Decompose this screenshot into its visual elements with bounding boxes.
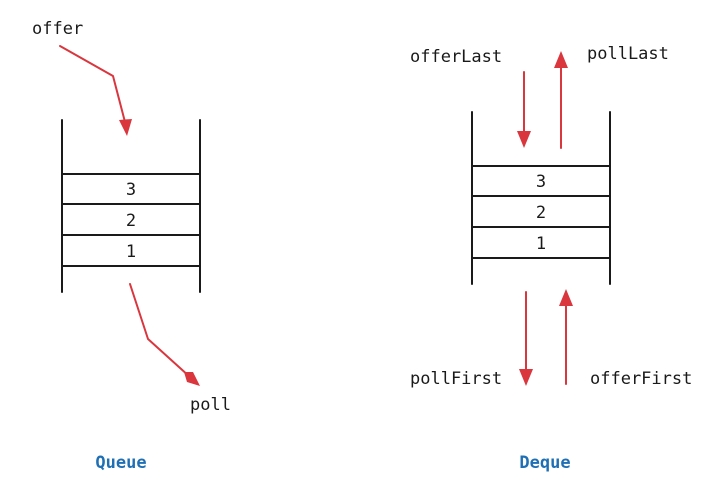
deque-slot-2: 2 — [536, 203, 546, 223]
queue-slot-3: 3 — [126, 180, 136, 200]
deque-group: offerLast pollLast 3 2 1 — [410, 44, 692, 473]
deque-container — [471, 111, 611, 285]
deque-offerfirst-arrow — [559, 289, 573, 385]
queue-slot-2: 2 — [126, 211, 136, 231]
deque-polllast-arrow — [554, 51, 568, 149]
deque-polllast-label: pollLast — [587, 44, 669, 64]
deque-caption: Deque — [519, 453, 570, 473]
queue-poll-label: poll — [190, 395, 231, 415]
deque-slot-1: 1 — [536, 234, 546, 254]
queue-caption: Queue — [95, 453, 146, 473]
queue-poll-arrow — [129, 283, 200, 386]
deque-pollfirst-arrow — [519, 291, 533, 386]
deque-offerfirst-label: offerFirst — [590, 369, 692, 389]
queue-offer-label: offer — [32, 19, 83, 39]
deque-offerlast-label: offerLast — [410, 47, 502, 67]
queue-offer-arrow — [59, 45, 132, 136]
deque-pollfirst-label: pollFirst — [410, 369, 502, 389]
queue-group: offer 3 2 1 poll Queue — [32, 19, 231, 473]
queue-slot-1: 1 — [126, 242, 136, 262]
deque-slot-3: 3 — [536, 172, 546, 192]
queue-container — [61, 119, 201, 293]
deque-offerlast-arrow — [517, 71, 531, 148]
